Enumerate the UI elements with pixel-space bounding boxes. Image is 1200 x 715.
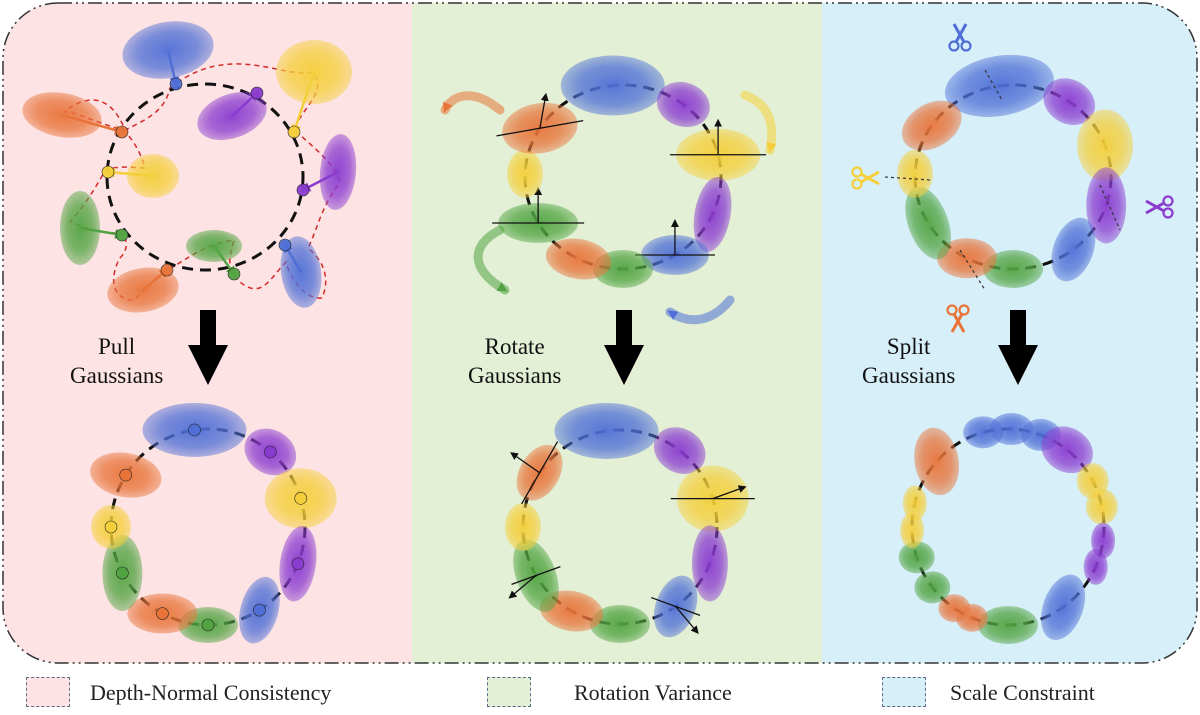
dashed-surface-curve: [105, 82, 305, 272]
orange-gaussian: [545, 238, 612, 280]
label-line-2: Gaussians: [468, 363, 562, 388]
blue-gaussian-center: [169, 77, 183, 91]
yellow-gaussian-center: [294, 492, 308, 505]
green-gaussian: [983, 250, 1043, 288]
scissors-icon: [851, 166, 880, 190]
orange-gaussian: [914, 427, 960, 496]
normal-arrow: [712, 485, 747, 500]
split-cut-line: [884, 176, 931, 181]
yellow-gaussian-center: [104, 520, 118, 534]
panel-split: [851, 23, 1174, 644]
purple-gaussian: [1041, 426, 1093, 474]
green-gaussian-center: [115, 228, 129, 242]
legend-swatch-rotation: [487, 677, 531, 707]
green-gaussian: [914, 571, 951, 604]
normal-arrow: [539, 92, 549, 129]
blue-gaussian-center: [253, 603, 266, 617]
label-line-1: Split: [886, 334, 931, 359]
green-gaussian-center: [227, 267, 241, 281]
blue-gaussian-center: [278, 238, 292, 252]
green-gaussian: [898, 541, 935, 574]
orange-gaussian-center: [119, 468, 133, 482]
scissors-icon: [948, 23, 972, 52]
purple-gaussian-center: [264, 445, 277, 459]
legend-rotation-variance: Rotation Variance: [574, 680, 732, 705]
purple-gaussian: [1083, 548, 1108, 585]
legend-swatch-depth-normal: [26, 677, 70, 707]
normal-arrow: [508, 575, 537, 599]
legend-swatch-scale: [882, 677, 926, 707]
orange-gaussian-center: [160, 263, 174, 277]
green-gaussian: [590, 605, 650, 643]
rotation-arrow: [440, 91, 505, 115]
purple-gaussian: [1043, 78, 1096, 125]
purple-gaussian: [691, 525, 728, 602]
panel-rotate: [440, 55, 777, 643]
blue-gaussian: [1051, 217, 1096, 282]
panel-pull: [22, 21, 357, 644]
legend-scale-constraint: Scale Constraint: [950, 680, 1095, 705]
purple-gaussian-center: [291, 557, 305, 571]
pull-arrow: [79, 226, 125, 239]
figure-frame: [2, 2, 1198, 664]
green-gaussian-center: [201, 618, 215, 632]
rotation-arrow: [665, 295, 735, 325]
yellow-gaussian-center: [287, 125, 301, 139]
pull-arrow: [105, 167, 154, 178]
purple-gaussian-center: [296, 183, 310, 197]
yellow-gaussian: [902, 485, 927, 522]
orange-gaussian: [901, 100, 962, 151]
yellow-gaussian: [1085, 488, 1118, 525]
down-arrow-icon: [998, 310, 1038, 385]
purple-gaussian: [656, 81, 710, 128]
green-gaussian: [905, 186, 951, 260]
orange-gaussian: [938, 594, 971, 623]
blue-gaussian: [1040, 574, 1086, 640]
yellow-gaussian: [900, 512, 925, 549]
pull-arrow: [291, 71, 316, 135]
tangent-line: [496, 119, 584, 137]
down-arrow-icon: [604, 310, 644, 385]
blue-gaussian: [554, 402, 659, 459]
split-cut-line: [1099, 184, 1121, 231]
purple-gaussian-center: [250, 86, 264, 100]
scissors-icon: [1145, 195, 1174, 219]
purple-gaussian: [693, 176, 732, 252]
normal-arrow: [675, 606, 699, 635]
label-line-1: Rotate: [484, 334, 545, 359]
scissors-icon: [946, 304, 970, 333]
purple-gaussian: [653, 427, 706, 474]
blue-gaussian-center: [188, 423, 201, 437]
orange-gaussian-center: [115, 125, 129, 139]
pull-arrow: [300, 170, 339, 192]
normal-arrow: [510, 452, 540, 474]
purple-gaussian: [1086, 167, 1127, 244]
rotation-arrow: [473, 225, 510, 295]
label-line-2: Gaussians: [70, 363, 164, 388]
label-pull-gaussians: Pull Gaussians: [70, 332, 163, 390]
label-split-gaussians: Split Gaussians: [862, 332, 955, 390]
yellow-gaussian: [507, 149, 544, 198]
yellow-gaussian-center: [101, 165, 115, 179]
orange-gaussian-center: [156, 607, 169, 620]
label-rotate-gaussians: Rotate Gaussians: [468, 332, 561, 390]
green-gaussian: [978, 606, 1038, 644]
yellow-gaussian: [505, 503, 541, 551]
rotation-arrow: [740, 90, 777, 155]
split-cut-line: [959, 249, 986, 291]
yellow-gaussian: [897, 149, 934, 198]
legend-depth-normal-consistency: Depth-Normal Consistency: [90, 680, 332, 705]
label-line-1: Pull: [98, 334, 136, 359]
pull-arrow: [61, 113, 125, 135]
yellow-gaussian: [1077, 109, 1134, 182]
orange-gaussian: [936, 238, 997, 279]
label-line-2: Gaussians: [862, 363, 956, 388]
down-arrow-icon: [188, 310, 228, 385]
blue-gaussian: [560, 55, 665, 116]
blue-gaussian: [944, 54, 1054, 117]
green-gaussian-center: [116, 566, 129, 580]
